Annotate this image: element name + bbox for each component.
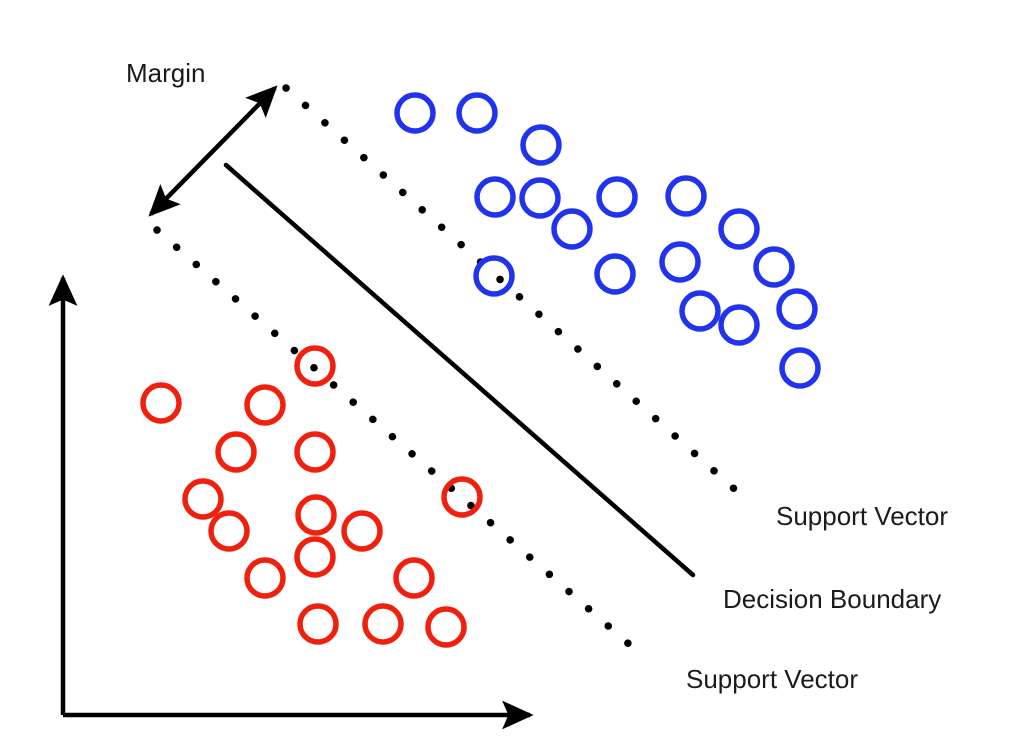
decision-boundary-line — [223, 162, 696, 578]
data-point-red — [208, 510, 250, 552]
data-point-blue — [474, 176, 516, 218]
annotations-group: Margin Support Vector Decision Boundary … — [126, 58, 948, 694]
data-point-red — [362, 603, 404, 645]
margin-double-arrow — [148, 85, 278, 217]
data-point-red — [393, 557, 435, 599]
data-point-red — [295, 494, 337, 536]
data-point-red — [215, 431, 257, 473]
data-point-blue — [779, 347, 821, 389]
data-point-blue — [665, 175, 707, 217]
data-point-blue — [520, 124, 562, 166]
data-point-red — [294, 345, 336, 387]
support-vector-bottom-label: Support Vector — [686, 664, 858, 694]
data-point-red — [294, 536, 336, 578]
data-point-blue — [718, 304, 760, 346]
data-point-blue — [776, 288, 818, 330]
data-point-red — [244, 557, 286, 599]
data-point-blue — [753, 246, 795, 288]
data-point-blue — [718, 208, 760, 250]
decision-boundary-label: Decision Boundary — [723, 584, 941, 614]
data-point-red — [294, 431, 336, 473]
data-point-red — [297, 603, 339, 645]
axes-group — [48, 274, 534, 730]
class-b-red-points — [140, 345, 483, 648]
data-point-blue-support-vector — [473, 255, 515, 297]
data-point-red-support-vector — [441, 476, 483, 518]
data-point-blue — [519, 177, 561, 219]
data-point-blue — [679, 290, 721, 332]
decision-boundary-line-group — [223, 162, 696, 578]
data-point-blue — [456, 92, 498, 134]
data-point-blue — [596, 176, 638, 218]
data-point-blue — [659, 241, 701, 283]
data-point-red — [244, 384, 286, 426]
support-vector-lines-group — [153, 84, 754, 664]
data-point-red — [425, 606, 467, 648]
data-point-red — [341, 510, 383, 552]
margin-label: Margin — [126, 58, 205, 88]
support-vector-line-lower — [153, 226, 651, 664]
data-point-blue — [594, 253, 636, 295]
data-point-red — [182, 478, 224, 520]
data-point-blue — [551, 208, 593, 250]
class-a-blue-points — [394, 92, 821, 389]
data-point-blue — [394, 92, 436, 134]
support-vector-line-upper — [282, 84, 754, 507]
data-point-red — [140, 382, 182, 424]
support-vector-top-label: Support Vector — [776, 501, 948, 531]
margin-arrow-group — [148, 85, 278, 217]
